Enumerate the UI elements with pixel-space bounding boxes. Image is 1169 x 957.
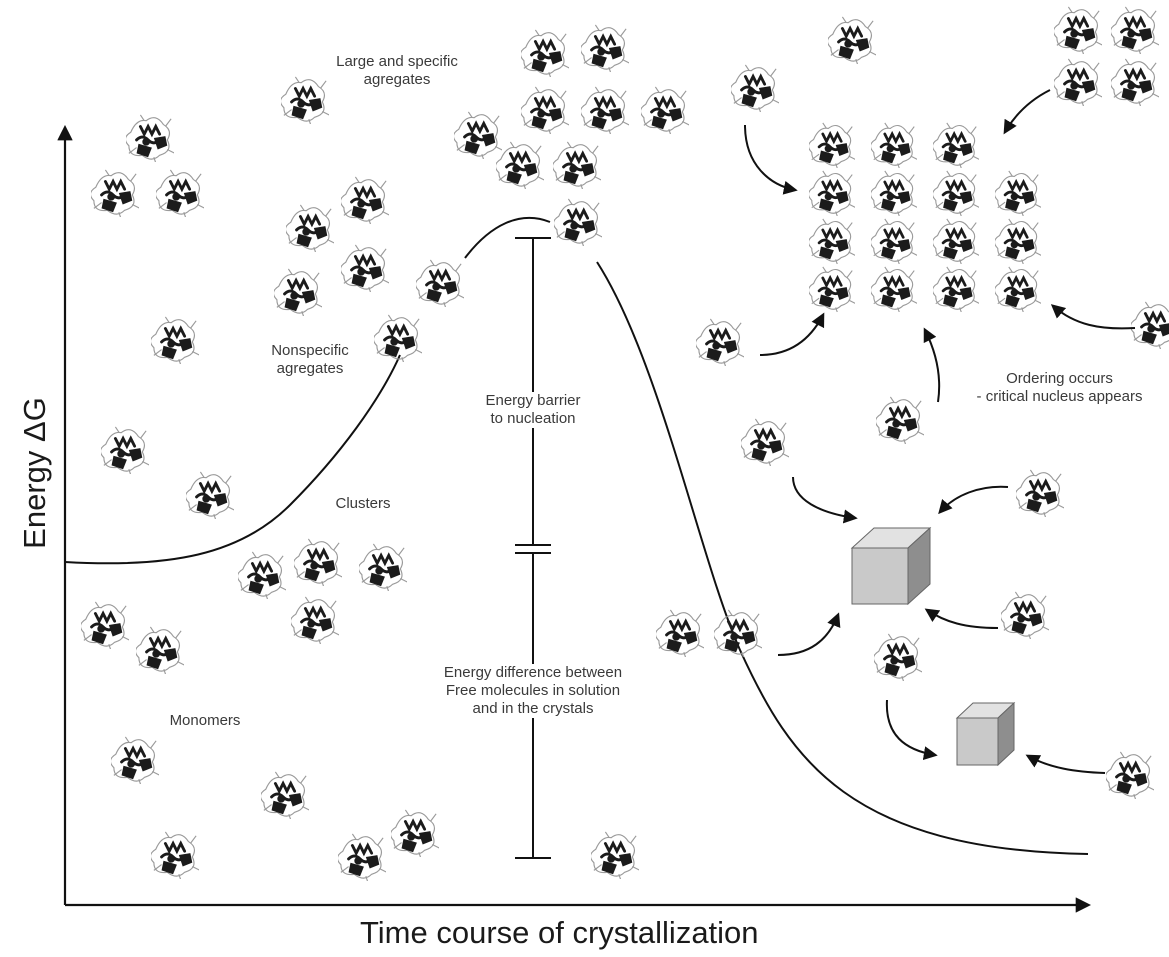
protein-molecule-icon xyxy=(933,266,979,312)
protein-molecule-icon xyxy=(871,170,917,216)
protein-molecule-icon xyxy=(871,266,917,312)
energy-curve-falling xyxy=(596,261,1089,855)
protein-molecule-icon xyxy=(554,198,602,246)
protein-molecule-icon xyxy=(521,29,569,77)
protein-molecule-icon xyxy=(126,114,174,162)
monomers-label: Monomers xyxy=(169,712,241,729)
protein-molecule-icon xyxy=(933,218,979,264)
crystal-cube-icon xyxy=(955,701,1016,767)
protein-molecule-icon xyxy=(359,543,407,591)
protein-molecule-icon xyxy=(553,141,601,189)
clusters-label: Clusters xyxy=(335,495,391,512)
protein-molecule-icon xyxy=(496,141,544,189)
protein-molecule-icon xyxy=(151,831,199,879)
energy-curve-rising xyxy=(64,354,401,565)
protein-molecule-icon xyxy=(874,633,922,681)
protein-molecule-icon xyxy=(809,122,855,168)
arrow-icon xyxy=(1025,754,1106,774)
arrow-icon xyxy=(1003,89,1051,135)
protein-molecule-icon xyxy=(581,24,629,72)
protein-molecule-icon xyxy=(995,170,1041,216)
protein-molecule-icon xyxy=(151,316,199,364)
protein-molecule-icon xyxy=(91,169,139,217)
protein-molecule-icon xyxy=(641,86,689,134)
protein-molecule-icon xyxy=(238,551,286,599)
protein-molecule-icon xyxy=(809,218,855,264)
protein-molecule-icon xyxy=(338,833,386,881)
ordering-label: Ordering occurs- critical nucleus appear… xyxy=(976,370,1143,405)
protein-molecule-icon xyxy=(714,609,762,657)
protein-molecule-icon xyxy=(186,471,234,519)
protein-molecule-icon xyxy=(286,204,334,252)
arrow-icon xyxy=(923,327,941,403)
protein-molecule-icon xyxy=(1111,58,1159,106)
protein-molecule-icon xyxy=(871,122,917,168)
protein-molecule-icon xyxy=(294,538,342,586)
protein-molecule-icon xyxy=(933,170,979,216)
arrow-icon xyxy=(759,312,825,356)
protein-molecule-icon xyxy=(391,809,439,857)
protein-molecule-icon xyxy=(111,736,159,784)
protein-molecule-icon xyxy=(1001,591,1049,639)
protein-molecule-icon xyxy=(591,831,639,879)
protein-molecule-icon xyxy=(1054,58,1102,106)
protein-molecule-icon xyxy=(995,218,1041,264)
protein-molecule-icon xyxy=(731,64,779,112)
protein-molecule-icon xyxy=(871,218,917,264)
protein-molecule-icon xyxy=(454,111,502,159)
protein-molecule-icon xyxy=(809,170,855,216)
protein-molecule-icon xyxy=(101,426,149,474)
protein-molecule-icon xyxy=(416,259,464,307)
protein-molecule-icon xyxy=(136,626,184,674)
arrow-icon xyxy=(792,476,858,524)
energy-barrier-bar xyxy=(515,237,551,546)
crystal-cube-icon xyxy=(850,526,932,606)
arrow-icon xyxy=(938,485,1009,515)
arrow-icon xyxy=(1050,304,1136,330)
protein-molecule-icon xyxy=(291,596,339,644)
x-axis-title: Time course of crystallization xyxy=(360,915,759,950)
protein-molecule-icon xyxy=(1054,6,1102,54)
protein-molecule-icon xyxy=(876,396,924,444)
protein-molecule-icon xyxy=(1111,6,1159,54)
protein-molecule-icon xyxy=(696,318,744,366)
protein-molecule-icon xyxy=(933,122,979,168)
protein-molecule-icon xyxy=(741,418,789,466)
energy-curve-peak xyxy=(464,217,551,259)
critical-nucleus-grid xyxy=(809,122,1041,312)
arrow-icon xyxy=(744,124,798,195)
protein-molecule-icon xyxy=(261,771,309,819)
protein-molecule-icon xyxy=(995,266,1041,312)
arrow-icon xyxy=(885,699,938,761)
protein-molecule-icon xyxy=(656,609,704,657)
arrow-icon xyxy=(777,612,841,656)
protein-molecule-icon xyxy=(581,86,629,134)
protein-molecule-icon xyxy=(1106,751,1154,799)
protein-molecule-icon xyxy=(521,86,569,134)
protein-molecule-icon xyxy=(81,601,129,649)
y-axis-title: Energy ΔG xyxy=(17,397,52,549)
protein-molecule-icon xyxy=(341,176,389,224)
protein-molecule-icon xyxy=(1016,469,1064,517)
protein-molecule-icon xyxy=(374,314,422,362)
protein-molecule-icon xyxy=(156,169,204,217)
arrow-icon xyxy=(924,608,999,629)
protein-molecule-icon xyxy=(274,268,322,316)
protein-molecule-icon xyxy=(1131,301,1169,349)
protein-molecule-icon xyxy=(809,266,855,312)
protein-molecule-icon xyxy=(341,244,389,292)
protein-molecule-icon xyxy=(828,16,876,64)
